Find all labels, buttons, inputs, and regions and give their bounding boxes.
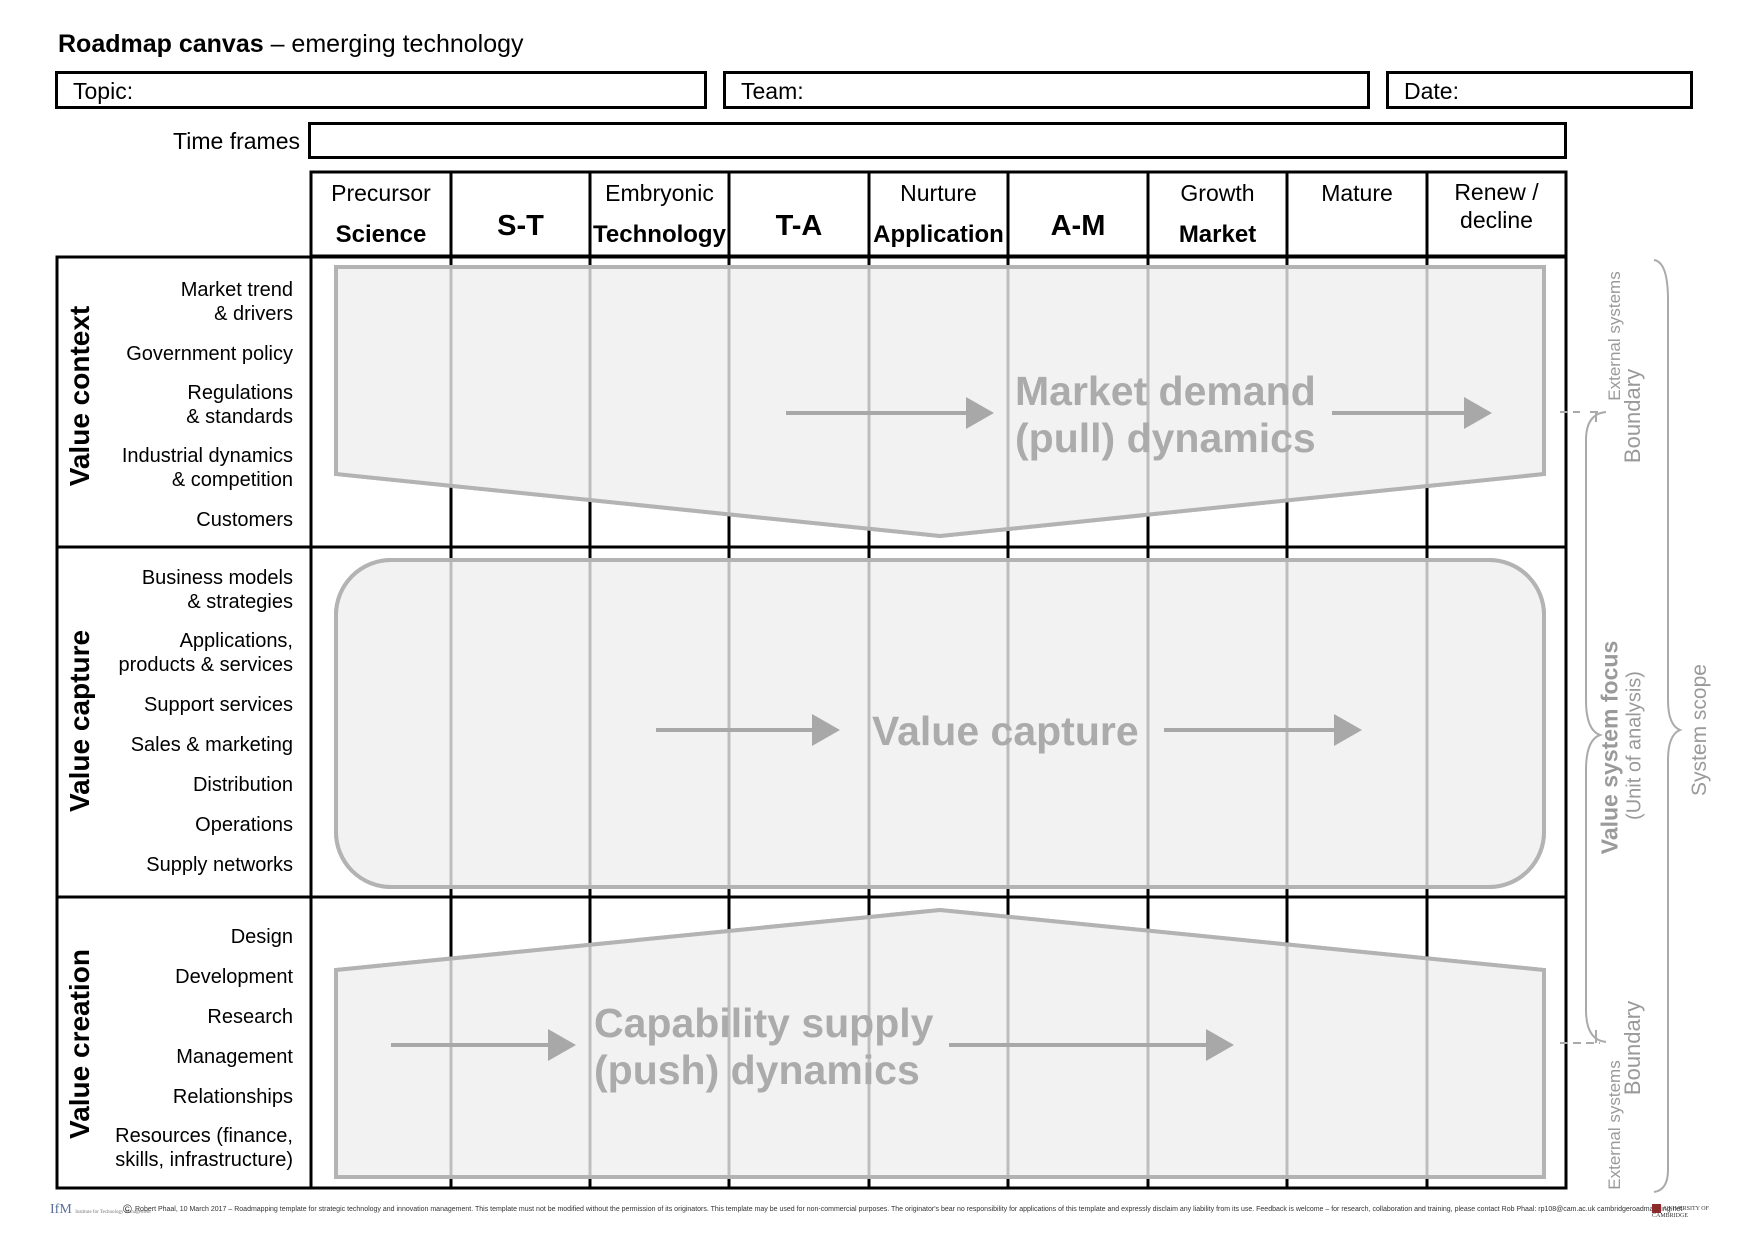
row-design: Design — [230, 926, 293, 948]
stage-technology: Embryonic Technology — [593, 180, 726, 248]
boundary-top-label: Boundary — [1620, 368, 1645, 464]
row-development: Development — [175, 966, 293, 988]
cambridge-logo: UNIVERSITY OF CAMBRIDGE — [1652, 1204, 1709, 1219]
row-sales-marketing: Sales & marketing — [130, 734, 293, 756]
topic-label: Topic: — [73, 78, 134, 104]
stage-market: Growth Market — [1178, 180, 1257, 248]
row-management: Management — [176, 1046, 293, 1068]
row-applications: Applications,products & services — [118, 630, 293, 676]
stage-renew-decline: Renew / decline — [1454, 179, 1539, 233]
stage-t-a: T-A — [775, 210, 823, 242]
stage-s-t: S-T — [497, 210, 544, 242]
title-bold: Roadmap canvas — [58, 30, 264, 58]
value-creation-label: Value creation — [64, 949, 95, 1139]
footer-copyright: Robert Phaal, 10 March 2017 – Roadmappin… — [135, 1206, 1683, 1213]
value-context-label: Value context — [64, 305, 95, 487]
team-label: Team: — [741, 78, 804, 104]
row-relationships: Relationships — [172, 1086, 293, 1108]
stage-science-top: Precursor — [331, 180, 431, 206]
page-title: Roadmap canvas – emerging technology — [58, 30, 524, 59]
unit-of-analysis-label: (Unit of analysis) — [1623, 671, 1646, 820]
stage-mature: Mature — [1321, 180, 1393, 206]
row-regulations: Regulations& standards — [186, 382, 293, 428]
title-rest: – emerging technology — [263, 30, 524, 58]
value-capture-text: Value capture — [872, 708, 1139, 754]
market-demand-text: Market demand (pull) dynamics — [1015, 368, 1316, 461]
cambridge-crest-icon — [1652, 1204, 1661, 1213]
team-field[interactable]: Team: — [723, 71, 1370, 109]
time-frames-label: Time frames — [173, 128, 300, 154]
row-distribution: Distribution — [192, 774, 293, 796]
row-business-models: Business models& strategies — [141, 567, 293, 613]
row-industrial-dynamics: Industrial dynamics& competition — [121, 445, 293, 491]
date-label: Date: — [1404, 78, 1459, 104]
row-research: Research — [207, 1006, 293, 1028]
boundary-bottom-label: Boundary — [1620, 1000, 1645, 1096]
row-supply-networks: Supply networks — [146, 854, 293, 876]
side-brackets — [1560, 259, 1683, 1193]
row-market-trend: Market trend& drivers — [180, 279, 293, 325]
stage-a-m: A-M — [1050, 210, 1106, 242]
ifm-logo: IfM Institute for Technology Management — [50, 1202, 151, 1217]
row-customers: Customers — [196, 509, 293, 531]
stage-science-bottom: Science — [335, 221, 427, 248]
stage-science: Precursor Science — [311, 180, 451, 249]
time-frames-field[interactable] — [308, 122, 1567, 159]
value-capture-label: Value capture — [64, 629, 95, 813]
row-support-services: Support services — [144, 694, 293, 716]
value-system-focus-label: Value system focus — [1596, 640, 1623, 855]
topic-field[interactable]: Topic: — [55, 71, 707, 109]
stage-application: Nurture Application — [873, 180, 1004, 248]
row-resources: Resources (finance,skills, infrastructur… — [115, 1125, 293, 1171]
copyright-icon: © — [123, 1202, 132, 1216]
system-scope-label: System scope — [1688, 664, 1711, 796]
capability-supply-text: Capability supply (push) dynamics — [594, 1000, 934, 1093]
row-government-policy: Government policy — [126, 343, 293, 365]
date-field[interactable]: Date: — [1386, 71, 1693, 109]
row-operations: Operations — [195, 814, 293, 836]
